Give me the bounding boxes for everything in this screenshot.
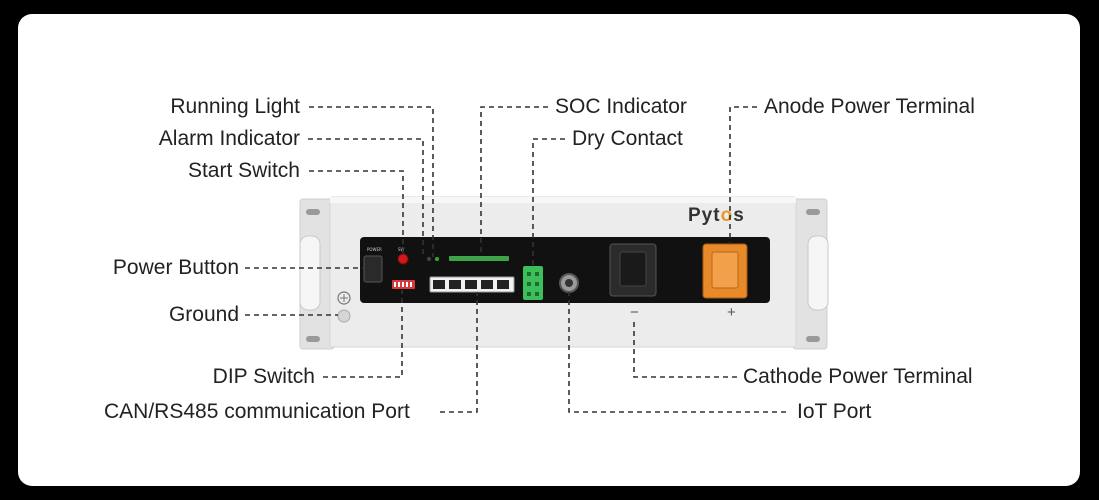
ground-screw <box>337 309 351 323</box>
ground-symbol <box>337 291 351 305</box>
label-dip-switch: DIP Switch <box>212 365 315 388</box>
label-soc-indicator: SOC Indicator <box>555 95 687 118</box>
alarm-led <box>435 257 439 261</box>
minus-sign: − <box>630 304 639 321</box>
soc-bar <box>449 256 509 261</box>
running-led <box>427 257 431 261</box>
leader-cathode-terminal <box>633 322 737 378</box>
label-power-button: Power Button <box>112 256 239 279</box>
leader-dry-contact <box>532 138 565 266</box>
label-start-switch: Start Switch <box>187 159 300 182</box>
start-switch <box>397 253 409 265</box>
leader-iot-port <box>568 292 786 413</box>
label-dry-contact: Dry Contact <box>572 127 683 150</box>
brand-logo: Pytos <box>688 205 745 226</box>
label-ground: Ground <box>168 303 239 326</box>
left-handle <box>299 235 321 311</box>
leader-anode-terminal <box>729 106 757 244</box>
leader-alarm-indicator <box>308 138 424 257</box>
label-anode-power-terminal: Anode Power Terminal <box>764 95 975 118</box>
right-handle <box>807 235 829 311</box>
label-cathode-power-terminal: Cathode Power Terminal <box>743 365 973 388</box>
leader-can-port <box>440 292 478 413</box>
plus-sign: + <box>727 304 736 321</box>
power-button <box>363 255 383 283</box>
label-iot-port: IoT Port <box>797 400 872 423</box>
leader-soc-indicator <box>480 106 548 256</box>
label-running-light: Running Light <box>170 95 300 118</box>
svg-text:SW: SW <box>398 247 405 252</box>
leader-dip-switch <box>323 290 403 378</box>
label-can-rs485-port: CAN/RS485 communication Port <box>104 400 410 423</box>
label-alarm-indicator: Alarm Indicator <box>158 127 300 150</box>
leader-running-light <box>309 106 434 257</box>
svg-text:POWER: POWER <box>367 247 382 252</box>
leader-start-switch <box>309 170 404 253</box>
